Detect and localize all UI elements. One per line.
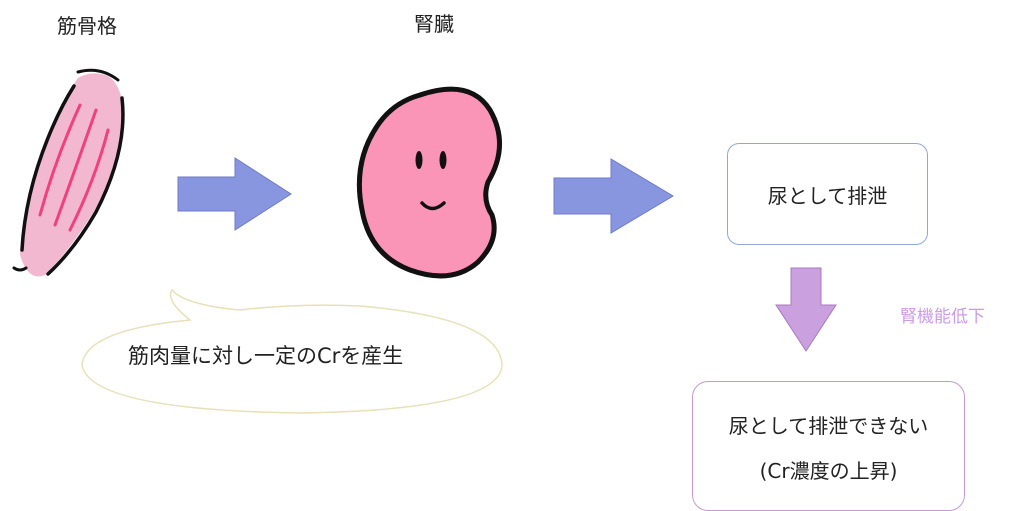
- excrete-box: 尿として排泄: [727, 143, 928, 245]
- muscle-illustration: [12, 68, 125, 277]
- bubble-text: 筋肉量に対し一定のCrを産生: [128, 344, 404, 368]
- muscle-label: 筋骨格: [57, 14, 117, 38]
- speech-bubble: [81, 288, 503, 414]
- kidney-illustration: [356, 86, 502, 279]
- right-arrow-icon: [553, 158, 674, 234]
- cr-rise-text: (Cr濃度の上昇): [759, 459, 898, 483]
- excrete-text: 尿として排泄: [767, 183, 888, 208]
- kidney-label: 腎臓: [414, 12, 454, 36]
- renal-decline-label: 腎機能低下: [900, 307, 985, 327]
- cannot-excrete-box: 尿として排泄できない (Cr濃度の上昇): [692, 381, 965, 511]
- diagram-canvas: [12, 68, 837, 414]
- down-arrow-icon: [775, 267, 837, 352]
- right-arrow-icon: [177, 157, 292, 231]
- cannot-excrete-text: 尿として排泄できない: [728, 414, 929, 438]
